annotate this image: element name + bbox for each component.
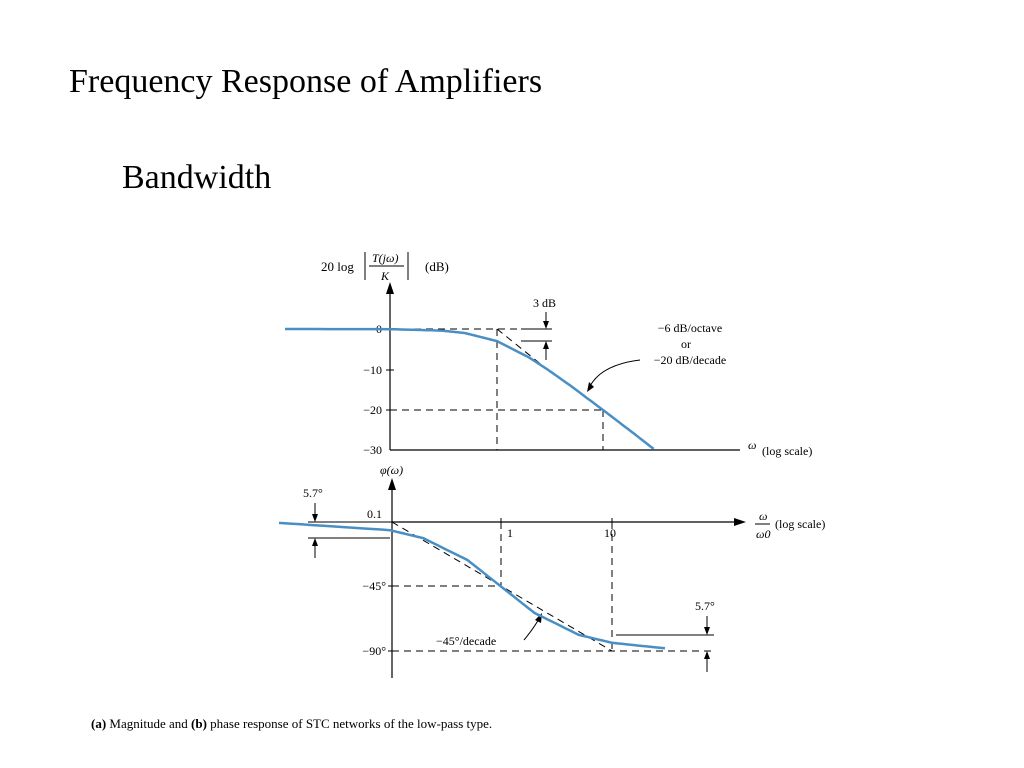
- magnitude-curve: [285, 327, 655, 450]
- phase-xtick-2: 10: [604, 526, 616, 540]
- slope-label-line1: −6 dB/octave: [658, 321, 722, 335]
- deviation-top-label: 5.7°: [303, 486, 323, 500]
- mag-xlabel-text: (log scale): [762, 444, 812, 458]
- caption-b-text: phase response of STC networks of the lo…: [206, 716, 493, 731]
- mag-ylabel-prefix: 20 log: [321, 259, 354, 274]
- slope-pointer: [588, 359, 641, 389]
- slope-label-line2: or: [681, 337, 691, 351]
- phase-xtick-0: 0.1: [367, 507, 382, 521]
- caption-b-label: (b): [191, 716, 207, 731]
- figure-caption: (a) Magnitude and (b) phase response of …: [91, 715, 492, 733]
- mag-ylabel-den: K: [380, 269, 390, 283]
- phase-plot: φ(ω) 0.1 1 10 ω ω0 (log scale) −45° −90°…: [278, 463, 825, 678]
- caption-a-label: (a): [91, 716, 107, 731]
- mag-ylabel-unit: (dB): [425, 259, 449, 274]
- phase-asymptote-slope: [391, 521, 613, 652]
- phase-xlabel-den: ω0: [756, 527, 770, 541]
- mag-ytick-1: −10: [363, 363, 382, 377]
- phase-ytick-0: −45°: [362, 579, 386, 593]
- phase-curve: [278, 521, 666, 650]
- phase-xlabel-num: ω: [759, 509, 767, 523]
- phase-ytick-1: −90°: [362, 644, 386, 658]
- slide-subtitle: Bandwidth: [122, 159, 272, 196]
- deviation-bottom-label: 5.7°: [695, 599, 715, 613]
- three-db-label: 3 dB: [533, 296, 556, 310]
- phase-xtick-1: 1: [507, 526, 513, 540]
- mag-xlabel-sym: ω: [748, 438, 756, 452]
- mag-ylabel-num: T(jω): [372, 251, 398, 265]
- caption-a-text: Magnitude and: [106, 716, 192, 731]
- phase-x-arrow: [734, 518, 746, 526]
- magnitude-plot: 20 log T(jω) K (dB) 0 −10 −20 −30 ω (log…: [285, 251, 812, 458]
- phase-slope-label: −45°/decade: [436, 634, 496, 648]
- mag-y-arrow: [386, 282, 394, 294]
- slope-label-line3: −20 dB/decade: [654, 353, 726, 367]
- slide-title: Frequency Response of Amplifiers: [69, 63, 543, 100]
- phase-ylabel: φ(ω): [380, 463, 403, 477]
- mag-ytick-2: −20: [363, 403, 382, 417]
- phase-y-arrow: [388, 478, 396, 490]
- phase-xlabel-text: (log scale): [775, 517, 825, 531]
- mag-ytick-3: −30: [363, 443, 382, 457]
